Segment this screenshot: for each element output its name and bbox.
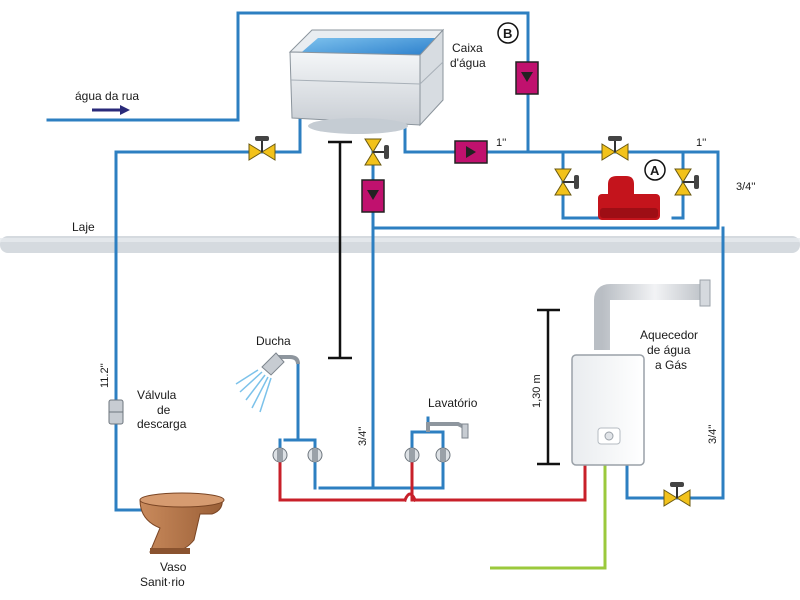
pipe-size-1in-left: 1'' (496, 137, 506, 149)
shower-riser (283, 362, 314, 442)
hot-water-pipes (278, 460, 587, 502)
tank-label-2: d'água (450, 56, 486, 70)
gate-valve-icon[interactable] (554, 168, 579, 196)
street-water-label: água da rua (75, 89, 139, 103)
dimension-bar-heater (537, 308, 560, 466)
pipe-size-1-1-2: 11.2'' (99, 363, 111, 388)
gate-valve-icon[interactable] (663, 482, 691, 507)
tank-label: Caixa (452, 41, 483, 55)
shower-mixer[interactable] (272, 447, 323, 463)
marker-b-label: B (503, 26, 512, 41)
flush-valve-label: Válvula (137, 388, 177, 402)
heater-label-2: de água (647, 343, 691, 357)
cold-water-pipes (46, 11, 725, 512)
flush-valve[interactable] (108, 399, 124, 425)
toilet-label: Vaso (160, 560, 187, 574)
pipe-size-3-4-lower: 3/4'' (707, 425, 719, 445)
dimension-bar-tank (328, 140, 352, 360)
flush-valve-label-3: descarga (137, 417, 187, 431)
pump-icon[interactable] (361, 179, 385, 213)
slab (0, 236, 800, 253)
gas-pipe (490, 465, 607, 570)
height-label: 1,30 m (531, 374, 543, 408)
gate-valve-icon[interactable] (601, 136, 629, 161)
heater-label: Aquecedor (640, 328, 698, 342)
pump-icon[interactable] (454, 140, 488, 164)
booster-unit (598, 176, 660, 220)
toilet (139, 492, 225, 554)
flush-valve-label-2: de (157, 403, 171, 417)
shower-label: Ducha (256, 334, 291, 348)
pipe-size-3-4-center: 3/4'' (357, 427, 369, 447)
sink-cold-down (418, 460, 445, 490)
pump-icon[interactable] (515, 61, 539, 95)
heater-label-3: a Gás (655, 358, 687, 372)
sink-label: Lavatório (428, 396, 478, 410)
faucet-icon[interactable] (404, 422, 469, 463)
pipe-size-1in-right: 1'' (696, 137, 706, 149)
left-branch-top (114, 118, 302, 154)
shower-head-icon (235, 352, 300, 413)
pipe-size-3-4-right: 3/4'' (736, 181, 756, 193)
marker-b (497, 22, 519, 44)
gate-valve-icon[interactable] (674, 168, 699, 196)
gas-water-heater (571, 279, 711, 466)
water-tank (288, 28, 445, 134)
gate-valve-icon[interactable] (248, 136, 276, 161)
arrow-right-icon (92, 105, 130, 115)
toilet-label-2: Sanit·rio (140, 575, 185, 589)
marker-a-label: A (650, 163, 660, 178)
marker-a (644, 159, 666, 181)
street-supply-pipe (46, 11, 555, 154)
left-vertical-pipe (114, 150, 150, 512)
gate-valve-icon[interactable] (364, 138, 389, 166)
slab-label: Laje (72, 220, 95, 234)
